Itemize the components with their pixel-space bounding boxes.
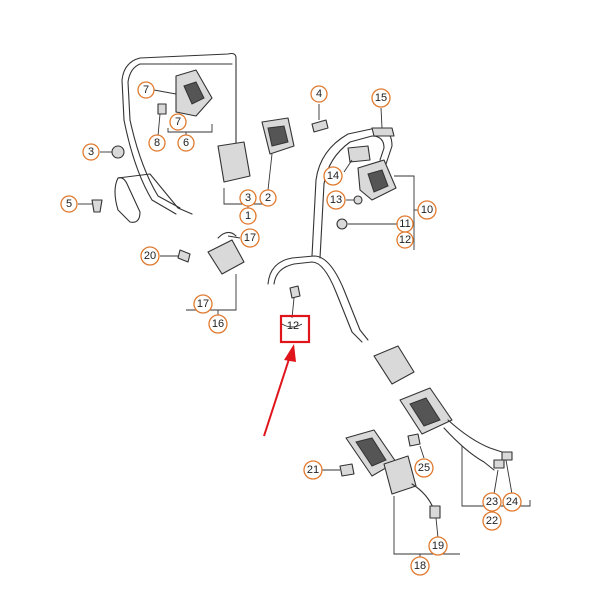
callout-label: 8 [154,137,160,149]
callout-7-top[interactable]: 7 [137,81,155,99]
arrowhead-icon [284,344,296,362]
callout-label: 11 [399,218,410,230]
callout-4[interactable]: 4 [310,85,328,103]
callout-8[interactable]: 8 [148,134,166,152]
callout-label: 10 [421,204,433,216]
callout-label: 22 [486,515,498,527]
highlight-box [279,314,311,344]
callout-label: 6 [183,137,189,149]
callout-10[interactable]: 10 [417,200,437,220]
callout-24[interactable]: 24 [502,492,522,512]
callout-14[interactable]: 14 [323,166,343,186]
callout-15[interactable]: 15 [371,88,391,108]
red-arrow [263,344,296,437]
callout-label: 25 [418,462,430,474]
callout-label: 7 [143,84,149,96]
leader-lines [78,89,531,560]
callout-label: 7 [175,116,181,128]
callout-17-lower[interactable]: 17 [193,294,213,314]
callout-label: 14 [327,170,339,182]
callout-label: 15 [375,92,387,104]
callout-label: 16 [212,318,224,330]
callout-7-mid[interactable]: 7 [169,113,187,131]
callout-label: 4 [316,88,322,100]
callout-label: 21 [307,464,319,476]
callout-label: 1 [245,210,251,222]
callout-2[interactable]: 2 [259,189,277,207]
callout-23[interactable]: 23 [482,492,502,512]
highlighted-part-callout[interactable]: 12 [279,297,311,344]
callout-17-upper[interactable]: 17 [240,228,260,248]
callout-label: 23 [486,496,498,508]
callout-label: 3 [245,192,251,204]
callout-19[interactable]: 19 [428,536,448,556]
callout-label: 24 [506,496,518,508]
callout-label: 17 [244,232,256,244]
callout-5[interactable]: 5 [60,195,78,213]
callout-3-left[interactable]: 3 [82,143,100,161]
callout-12-right[interactable]: 12 [396,231,414,249]
callout-13[interactable]: 13 [326,190,346,210]
callout-label: 3 [88,146,94,158]
callout-1[interactable]: 1 [239,207,257,225]
callout-label: 18 [414,560,426,572]
callout-label: 17 [197,298,209,310]
callout-label: 12 [399,234,411,246]
callout-18[interactable]: 18 [410,556,430,576]
callout-20[interactable]: 20 [140,246,160,266]
callout-11[interactable]: 11 [396,215,414,233]
callout-label: 20 [144,250,156,262]
callout-25[interactable]: 25 [414,458,434,478]
callout-group: 7 8 7 6 3 5 3 1 2 17 20 17 16 4 15 14 13… [60,81,522,576]
callout-22[interactable]: 22 [482,511,502,531]
highlight-label: 12 [287,320,299,332]
callout-label: 5 [66,198,72,210]
callout-label: 13 [330,194,342,206]
callout-label: 19 [432,540,444,552]
parts-drawing [91,52,513,519]
callout-21[interactable]: 21 [303,460,323,480]
callout-6[interactable]: 6 [177,134,195,152]
callout-3-center[interactable]: 3 [239,189,257,207]
callout-label: 2 [265,192,271,204]
callout-16[interactable]: 16 [208,314,228,334]
